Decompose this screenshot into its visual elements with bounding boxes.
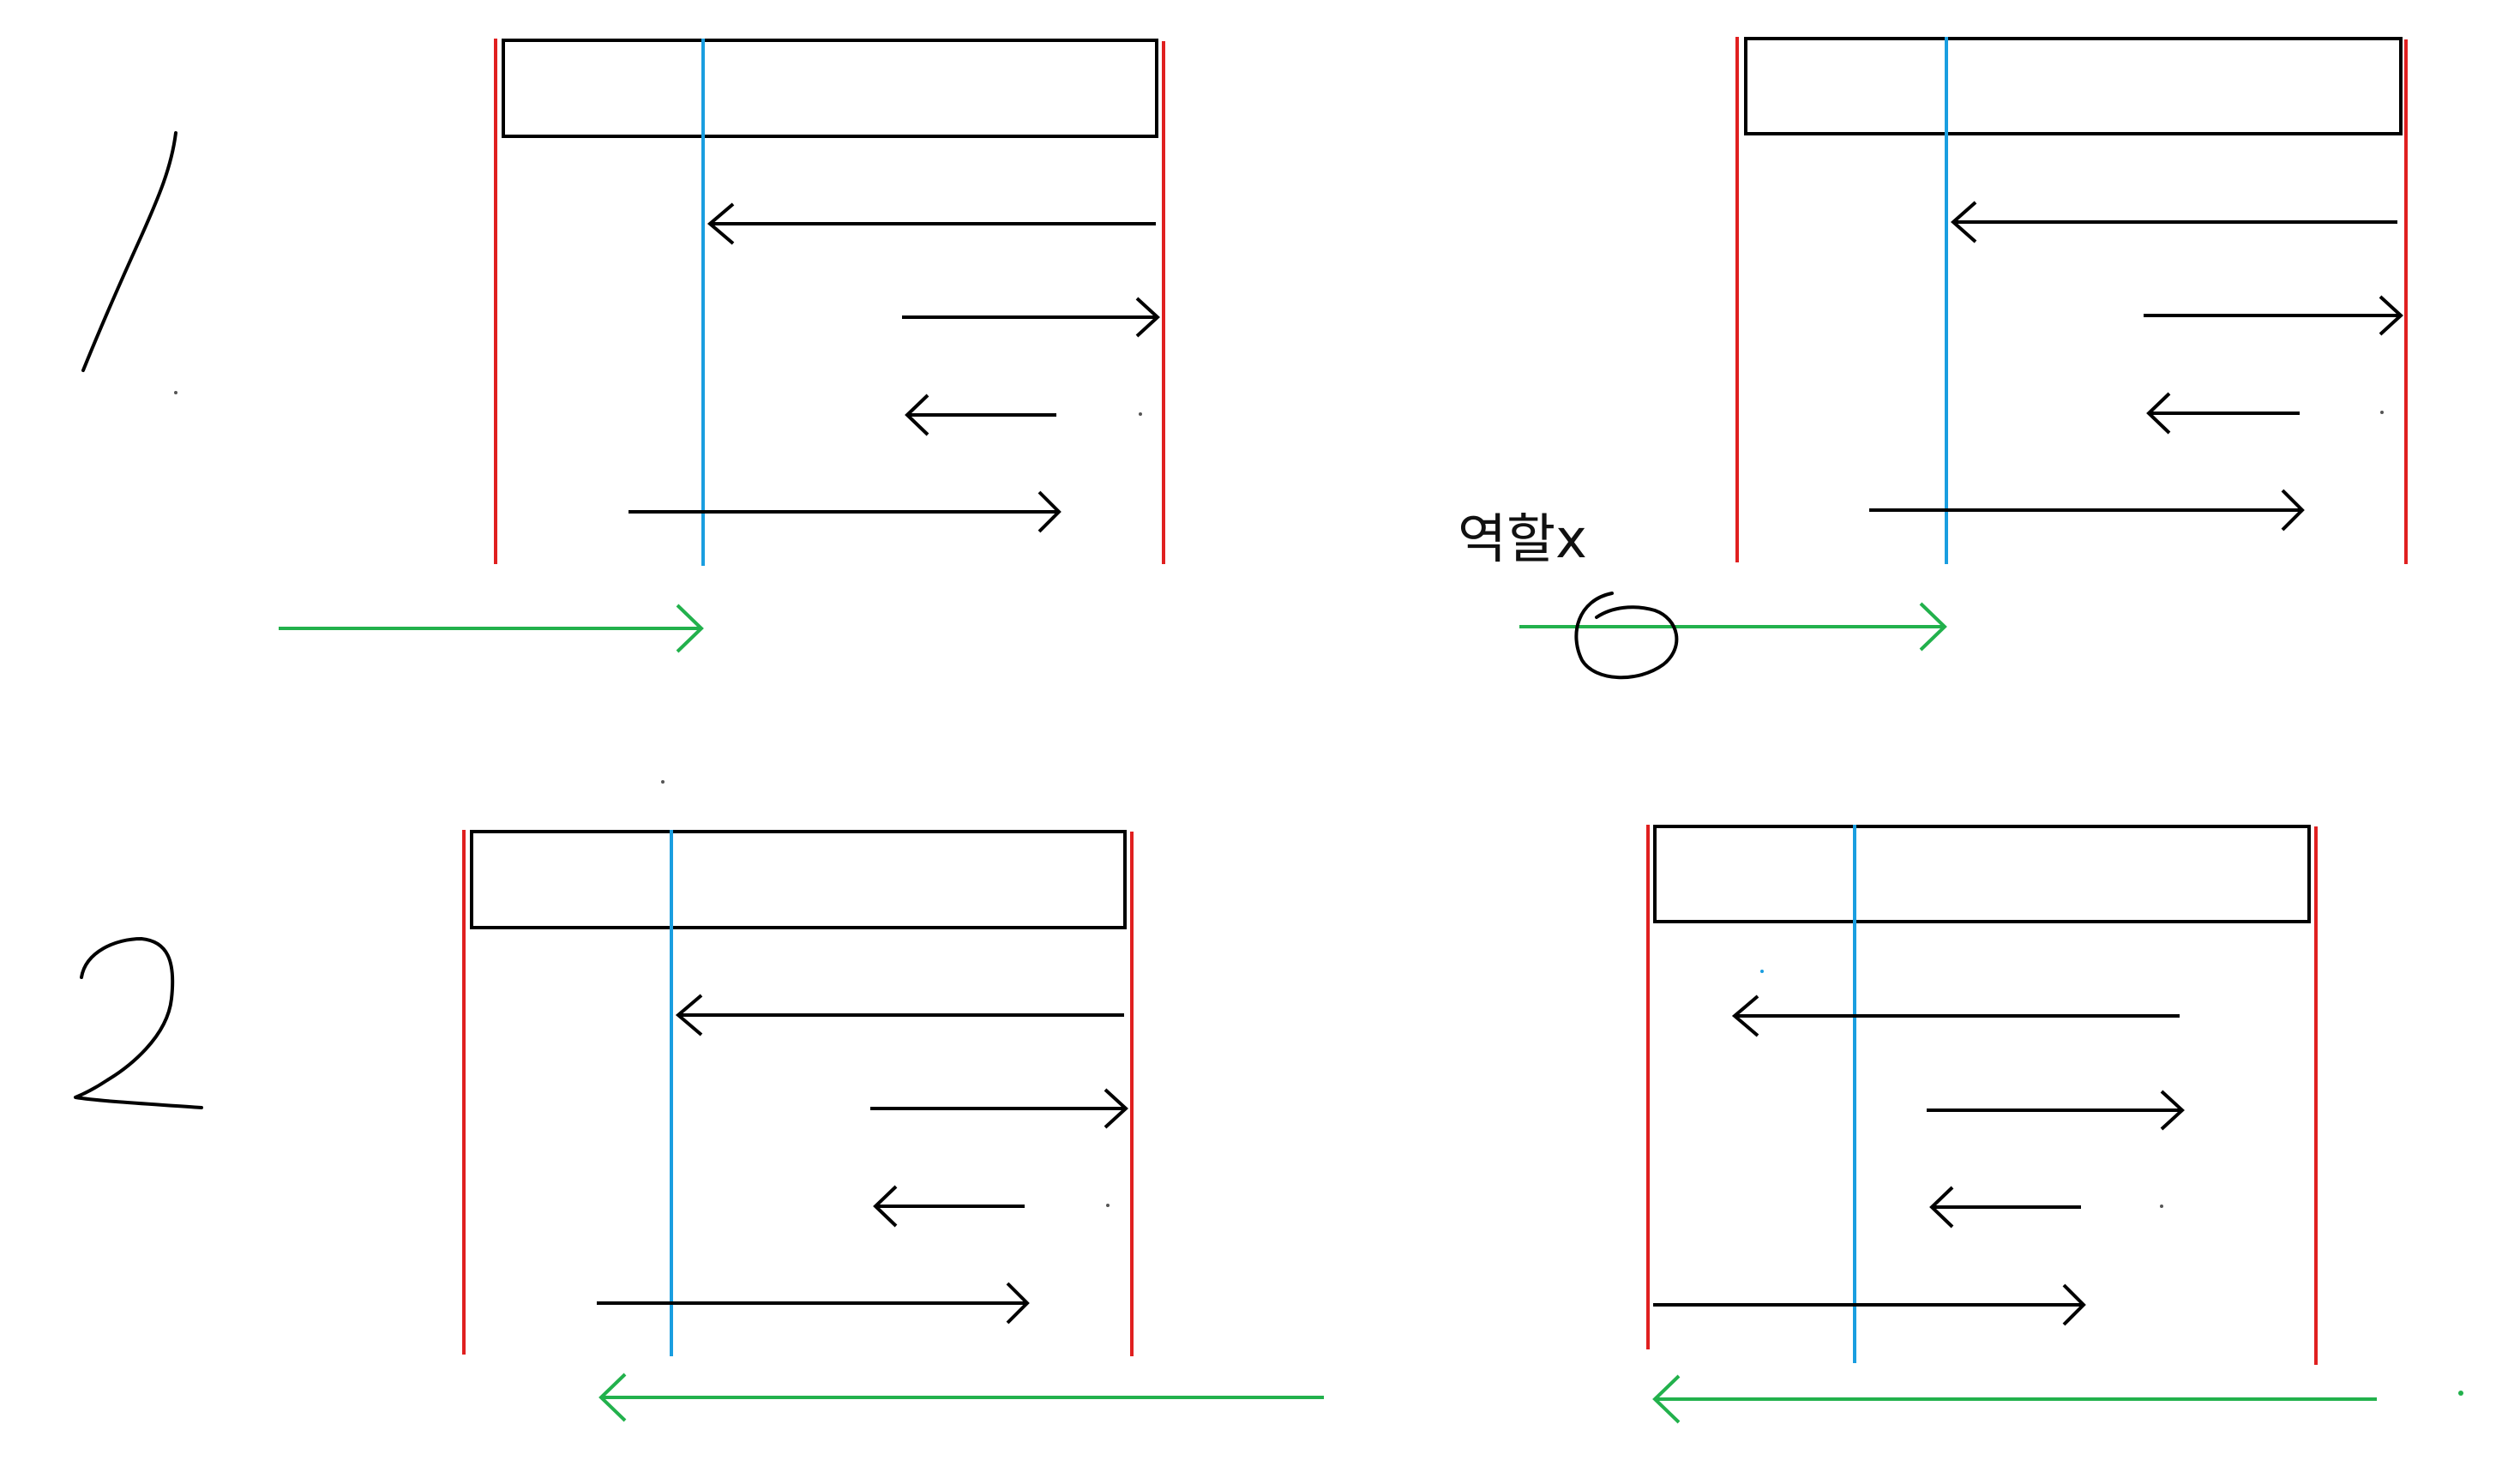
green-arrow-right xyxy=(279,604,704,653)
row-label-2 xyxy=(74,937,203,1109)
black-arrow-left xyxy=(1950,201,2397,243)
black-arrow-right xyxy=(1927,1090,2185,1131)
stray-dot xyxy=(661,780,665,784)
black-arrow-left xyxy=(905,394,1056,436)
black-arrow-right xyxy=(597,1282,1030,1325)
stray-dot xyxy=(174,391,177,394)
black-arrow-right xyxy=(870,1088,1128,1129)
stray-dot xyxy=(1106,1204,1110,1207)
header-box xyxy=(1744,37,2403,135)
black-arrow-right xyxy=(1869,489,2305,532)
stray-dot xyxy=(1760,970,1764,973)
black-arrow-left xyxy=(873,1185,1025,1228)
header-box xyxy=(502,39,1158,138)
black-arrow-left xyxy=(1731,994,2180,1037)
green-arrow-left xyxy=(1652,1374,2377,1424)
black-arrow-left xyxy=(2146,392,2300,435)
black-arrow-right xyxy=(2144,295,2403,336)
stray-dot xyxy=(1139,412,1142,416)
annotation-text: 역할x xyxy=(1458,508,1587,570)
black-arrow-left xyxy=(707,202,1156,245)
header-box xyxy=(1653,825,2311,923)
annotation-circle xyxy=(1574,592,1679,680)
black-arrow-left xyxy=(675,994,1124,1036)
stray-dot xyxy=(2458,1391,2463,1396)
panel-2-right xyxy=(1646,825,2377,1424)
black-arrow-right xyxy=(902,297,1160,338)
header-box xyxy=(470,830,1127,929)
black-arrow-right xyxy=(1653,1283,2086,1326)
green-arrow-right xyxy=(1519,602,1947,652)
stray-dot xyxy=(2380,411,2384,414)
black-arrow-left xyxy=(1929,1186,2081,1229)
panel-1-right: 역할x xyxy=(1458,37,2408,680)
panel-1-left xyxy=(279,39,1165,653)
stray-dot xyxy=(2160,1205,2163,1208)
panel-2-left xyxy=(462,830,1324,1422)
green-arrow-left xyxy=(598,1373,1324,1422)
black-arrow-right xyxy=(629,490,1062,533)
row-label-1 xyxy=(81,131,177,372)
